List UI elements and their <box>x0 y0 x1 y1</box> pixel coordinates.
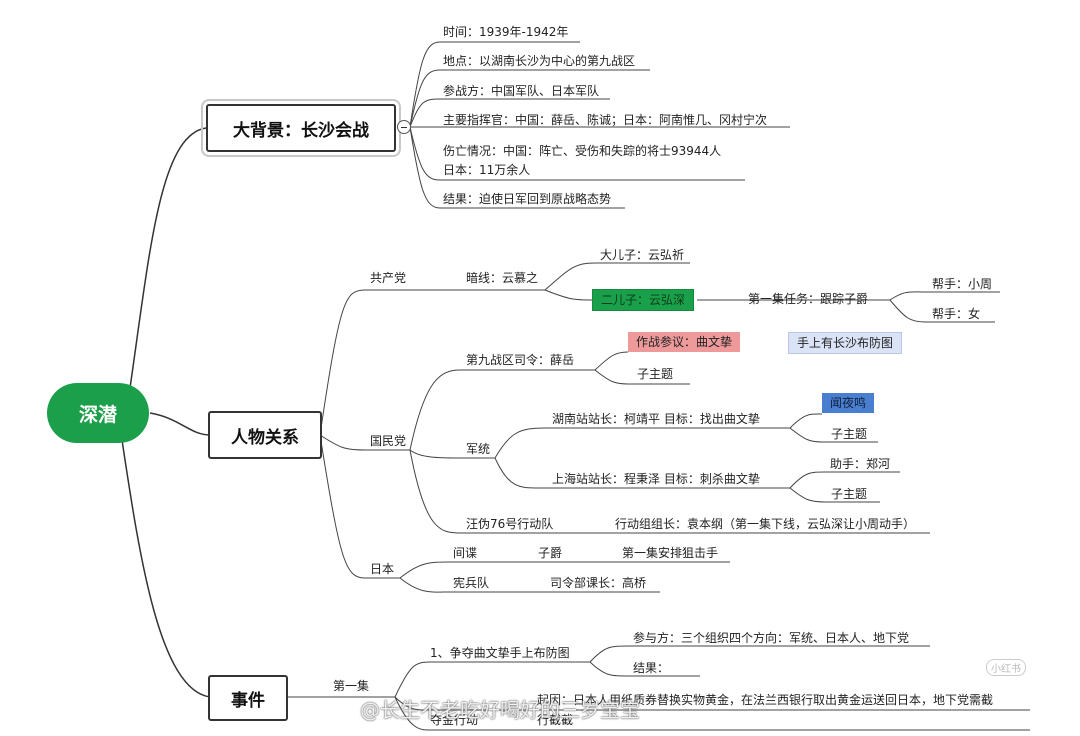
party-cpc[interactable]: 共产党 <box>370 271 407 285</box>
juntong-hunan[interactable]: 湖南站站长：柯靖平 目标：找出曲文挚 <box>552 412 760 426</box>
bg-item-location: 地点：以湖南长沙为中心的第九战区 <box>443 54 636 68</box>
event-gold[interactable]: 夺金行动 <box>430 713 479 727</box>
cpc-line[interactable]: 暗线：云慕之 <box>466 271 539 285</box>
bg-item-casualties-china: 伤亡情况：中国：阵亡、受伤和失踪的将士93944人 <box>443 144 722 158</box>
kmt-subtopic[interactable]: 子主题 <box>637 367 674 381</box>
event-participants[interactable]: 参与方：三个组织四个方向：军统、日本人、地下党 <box>633 631 910 645</box>
japan-spy[interactable]: 间谍 <box>453 546 478 560</box>
juntong-shanghai[interactable]: 上海站站长：程秉泽 目标：刺杀曲文挚 <box>552 472 760 486</box>
kmt-advisor[interactable]: 作战参议：曲文挚 <box>628 332 741 352</box>
cpc-task[interactable]: 第一集任务：跟踪子爵 <box>748 292 869 306</box>
hunan-wenyeming[interactable]: 闻夜鸣 <box>822 393 875 413</box>
topic-background[interactable]: 大背景：长沙会战 <box>201 99 401 157</box>
kmt-defense-map[interactable]: 手上有长沙布防图 <box>788 332 903 354</box>
hunan-subtopic[interactable]: 子主题 <box>831 427 868 441</box>
shanghai-subtopic[interactable]: 子主题 <box>831 487 868 501</box>
bg-item-time: 时间：1939年-1942年 <box>443 25 569 39</box>
japan-snipe[interactable]: 第一集安排狙击手 <box>622 546 719 560</box>
japan-kempei[interactable]: 宪兵队 <box>453 576 490 590</box>
cpc-son1[interactable]: 大儿子：云弘祈 <box>600 248 685 262</box>
topic-events[interactable]: 事件 <box>208 675 288 721</box>
bg-item-commanders: 主要指挥官：中国：薛岳、陈诚；日本：阿南惟几、冈村宁次 <box>443 113 768 127</box>
event-item1[interactable]: 1、争夺曲文挚手上布防图 <box>430 646 570 660</box>
event-intercept: 行截截 <box>537 713 574 727</box>
kmt-wang76[interactable]: 汪伪76号行动队 <box>466 517 554 531</box>
shanghai-assistant[interactable]: 助手：郑河 <box>830 457 891 471</box>
wang76-leader[interactable]: 行动组组长：袁本纲（第一集下线，云弘深让小周动手） <box>615 517 916 531</box>
event-cause[interactable]: 起因：日本人用纸质券替换实物黄金，在法兰西银行取出黄金运送回日本，地下党需截 <box>537 693 994 707</box>
bg-item-participants: 参战方：中国军队、日本军队 <box>443 84 600 98</box>
topic-people[interactable]: 人物关系 <box>208 411 322 459</box>
collapse-toggle-icon[interactable] <box>397 120 411 134</box>
party-japan[interactable]: 日本 <box>370 562 395 576</box>
events-episode1[interactable]: 第一集 <box>333 679 370 693</box>
cpc-son2[interactable]: 二儿子：云弘深 <box>592 289 695 311</box>
japan-viscount[interactable]: 子爵 <box>538 546 563 560</box>
root-node[interactable]: 深潜 <box>47 383 149 443</box>
event-result[interactable]: 结果： <box>633 661 670 675</box>
cpc-helper2[interactable]: 帮手：女 <box>932 307 981 321</box>
bg-item-result: 结果：迫使日军回到原战略态势 <box>443 192 612 206</box>
japan-chief[interactable]: 司令部课长：高桥 <box>550 576 647 590</box>
cpc-helper1[interactable]: 帮手：小周 <box>932 277 993 291</box>
bg-item-casualties-japan: 日本：11万余人 <box>443 163 531 177</box>
watermark-badge: 小红书 <box>986 659 1026 676</box>
kmt-commander[interactable]: 第九战区司令：薛岳 <box>466 353 575 367</box>
party-kmt[interactable]: 国民党 <box>370 434 407 448</box>
watermark-text: @长生不老吃好喝好的三岁宝宝 <box>360 698 640 722</box>
kmt-juntong[interactable]: 军统 <box>466 442 491 456</box>
